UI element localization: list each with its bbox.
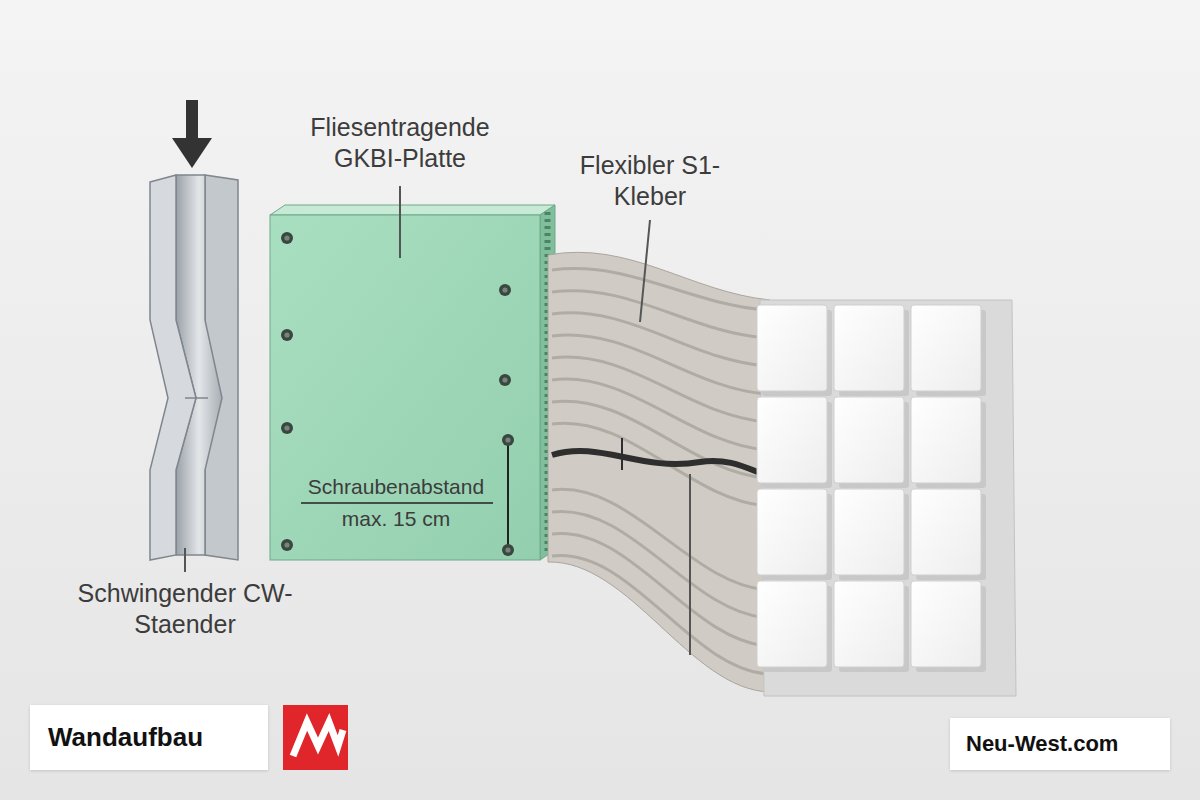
load-arrow (172, 100, 212, 168)
cw-stud (150, 175, 238, 560)
arrow-head (172, 138, 212, 168)
screw (499, 374, 511, 386)
screw (281, 329, 293, 341)
adhesive-ridge (552, 357, 768, 422)
box-text: Wandaufbau (48, 722, 203, 753)
fraction-line (301, 502, 493, 504)
dimension-label: max. 15 cm (297, 506, 495, 532)
stud-kink (185, 397, 208, 399)
tile (911, 305, 986, 396)
adhesive-layer (548, 252, 770, 692)
board-top-edge (270, 205, 555, 215)
screw (281, 232, 293, 244)
s1-adhesive (548, 252, 770, 692)
tile (834, 397, 909, 488)
leader-line (184, 548, 186, 572)
tile (911, 489, 986, 580)
arrow-shaft (186, 100, 198, 142)
tile (757, 305, 832, 396)
tile (757, 581, 832, 672)
dimension-line (507, 440, 509, 550)
tile-grid (757, 300, 1016, 696)
decoupling-joint (552, 451, 768, 476)
screw (502, 434, 514, 446)
adhesive-ridge (552, 533, 768, 646)
adhesive-ridges (552, 269, 768, 674)
adhesive-ridge (552, 511, 768, 618)
tile (911, 397, 986, 488)
stud-front-flange (150, 175, 196, 560)
leader-line (689, 474, 691, 655)
tile (757, 489, 832, 580)
tile (834, 305, 909, 396)
screw (281, 539, 293, 551)
dimension-label: Schraubenabstand (297, 474, 495, 500)
adhesive-ridge (552, 555, 768, 674)
adhesive-ridge (552, 269, 768, 310)
leader-line (640, 220, 650, 322)
tile (911, 581, 986, 672)
part-label: Schwingender CW-Staender (75, 578, 295, 641)
logo (283, 705, 348, 770)
tile (834, 581, 909, 672)
adhesive-ridge (552, 401, 768, 478)
screw (499, 284, 511, 296)
part-label: Flexibler S1-Kleber (560, 150, 740, 213)
leader-line (399, 186, 401, 258)
title-box: Wandaufbau (30, 705, 268, 770)
box-text: Neu-West.com (966, 731, 1118, 757)
tile (834, 489, 909, 580)
part-label: Fliesentragende GKBI-Platte (275, 112, 525, 175)
tile (757, 397, 832, 488)
website-box: Neu-West.com (950, 718, 1170, 770)
screw (281, 422, 293, 434)
screw (502, 544, 514, 556)
logo-mark (293, 722, 343, 756)
adhesive-ridge (552, 379, 768, 450)
joint-mark (621, 438, 623, 470)
adhesive-ridge (552, 489, 768, 590)
board-face (270, 215, 540, 560)
gkbi-board (270, 205, 555, 560)
logo-badge (283, 705, 348, 770)
